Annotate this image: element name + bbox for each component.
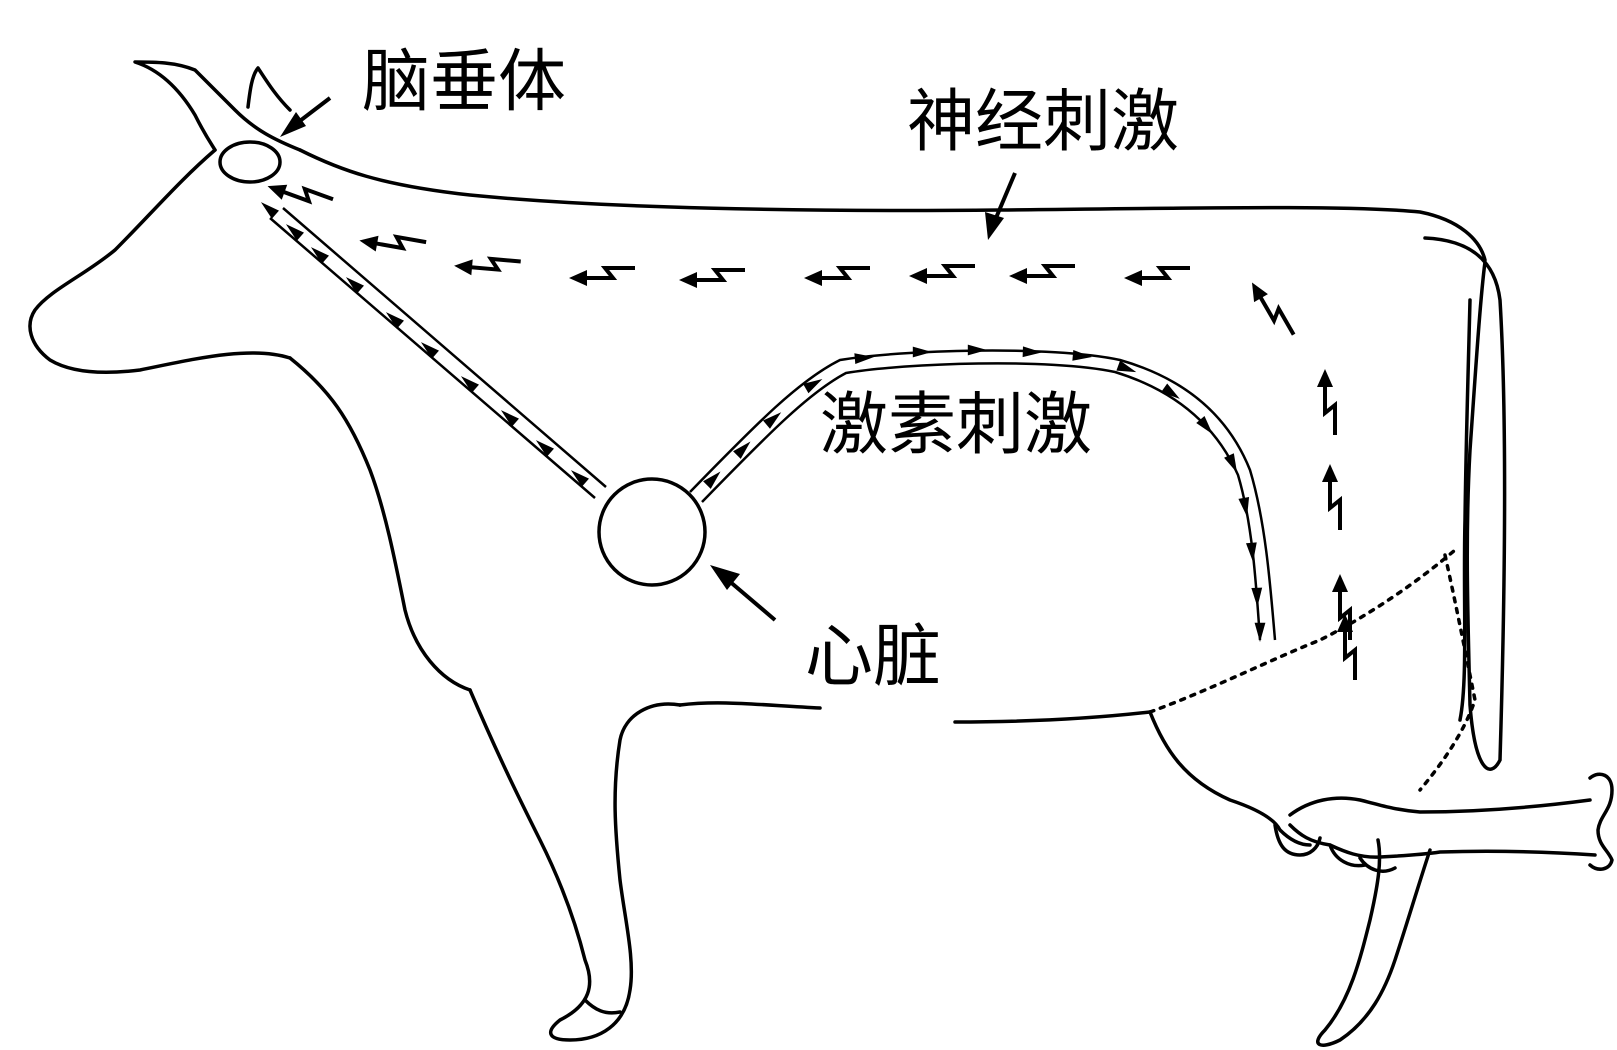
hand-palm: [1288, 796, 1597, 859]
cow-hind-leg: [1148, 710, 1432, 1047]
hormone-flow-arrows: [260, 202, 1266, 642]
nerve-arrow-rise-4: [1337, 614, 1357, 680]
sleeve-cuff: [1588, 772, 1614, 871]
vessel-arrow-down-1: [733, 441, 751, 459]
nerve-arrow-back-5: [804, 266, 870, 286]
heart-label: 心脏: [805, 618, 941, 697]
nerve-arrow-back-1: [359, 234, 427, 252]
cow-belly-front: [678, 701, 822, 710]
vessel-arrow-up-0: [570, 470, 589, 487]
cow-tail: [1423, 236, 1507, 771]
cow-front-hoof: [583, 998, 622, 1015]
cow-udder: [1273, 823, 1322, 857]
vessel-arrow-down-4: [854, 353, 874, 365]
udder-dotted-boundary: [1148, 548, 1477, 792]
cow-belly-rear: [953, 710, 1152, 724]
cow-front-leg: [468, 688, 682, 1042]
nerve-arrow-back-3: [569, 266, 635, 286]
vessel-arrow-down-2: [763, 412, 782, 429]
pituitary-gland: [218, 140, 282, 184]
nerve-arrow-back-2: [454, 256, 521, 276]
vessel-arrow-up-4: [420, 342, 439, 359]
vessel-arrow-up-7: [310, 247, 329, 264]
milking-hand: [1288, 772, 1614, 873]
nerve-arrow-back-7: [1009, 264, 1075, 284]
vessel-arrow-down-7: [1022, 346, 1042, 358]
cow-outline: [28, 60, 1507, 1047]
pituitary-label: 脑垂体: [362, 43, 566, 122]
hormone-stimulation-label: 激素刺激: [820, 386, 1092, 465]
nerve-arrow-rise-2: [1322, 464, 1342, 530]
vessel-arrow-up-5: [385, 312, 404, 329]
vessel-arrow-down-5: [912, 346, 932, 358]
nerve-arrow-back-6: [909, 264, 975, 284]
hand-fingers: [1328, 843, 1397, 873]
vessel-arrow-down-9: [1116, 360, 1137, 373]
nerve-arrow-rise-0: [1252, 282, 1296, 336]
nerve-stimulation-label: 神经刺激: [907, 83, 1179, 162]
cow-neck-chest: [288, 356, 472, 692]
cow-back-line: [298, 148, 1487, 262]
vessel-arrow-down-0: [703, 471, 721, 489]
vessel-arrow-down-14: [1245, 542, 1257, 562]
vessel-arrow-up-8: [285, 224, 304, 241]
vessel-arrow-up-9: [260, 202, 279, 219]
vessel-arrow-down-10: [1161, 383, 1180, 399]
vessel-arrow-up-2: [500, 410, 519, 427]
vessel-arrow-down-6: [967, 344, 987, 356]
nerve-arrow-rise-1: [1317, 369, 1337, 435]
cow-rear-thigh: [1458, 298, 1472, 722]
nerve-impulse-arrows: [267, 184, 1357, 680]
cow-horn: [246, 66, 292, 112]
heart-pointer: [726, 578, 777, 622]
heart-circle: [597, 477, 707, 587]
cow-face: [28, 148, 292, 375]
vessel-arrow-down-3: [803, 379, 823, 394]
nerve-arrow-back-8: [1124, 266, 1190, 286]
label-pointers: [280, 96, 1017, 622]
vessel-arrow-up-3: [460, 376, 479, 393]
vessel-arrow-up-1: [535, 440, 554, 457]
vessel-arrow-down-8: [1072, 349, 1092, 361]
nerve-arrow-back-0: [267, 184, 334, 205]
vessel-arrow-up-6: [345, 277, 364, 294]
cow-head-top: [133, 60, 302, 152]
nerve-arrow-back-4: [679, 268, 745, 288]
vessel-arrow-down-11: [1196, 416, 1213, 435]
vessel-arrow-down-16: [1254, 622, 1266, 642]
vessel-arrow-down-13: [1238, 496, 1250, 517]
vessel-arrow-down-15: [1251, 587, 1263, 607]
vessel-arrow-down-12: [1224, 453, 1238, 473]
